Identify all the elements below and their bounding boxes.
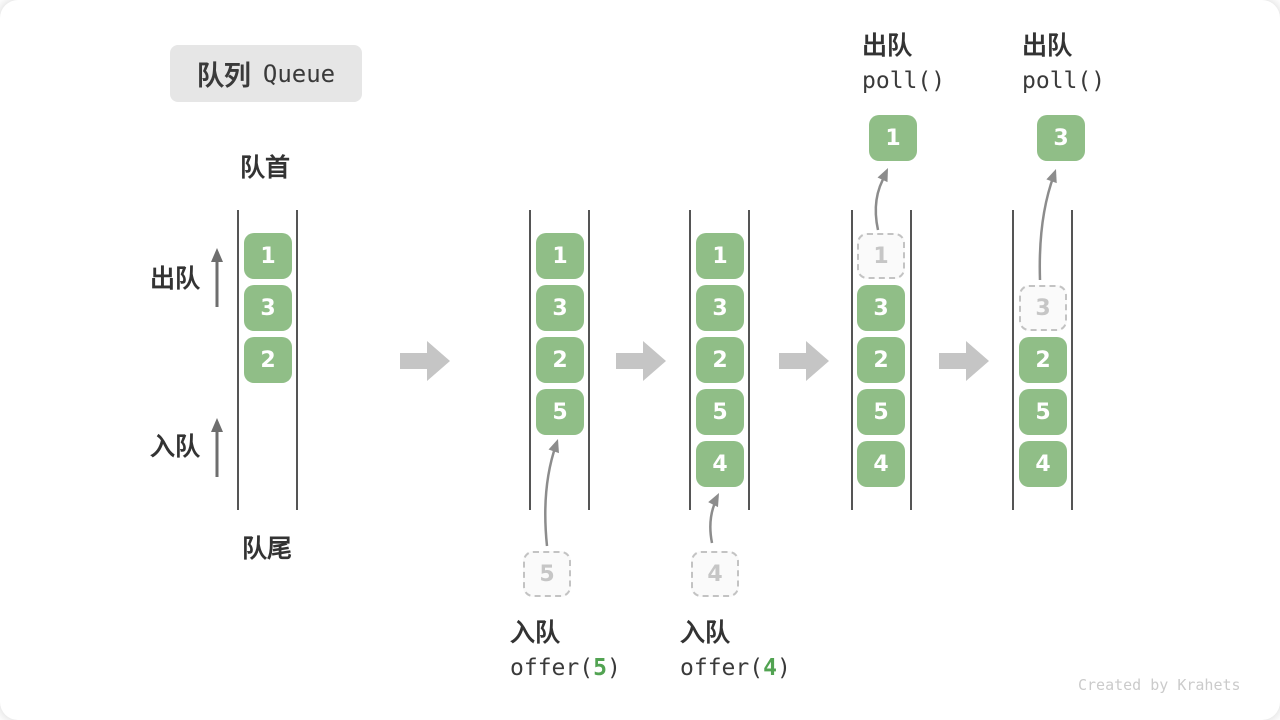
label-dequeue: 出队 xyxy=(150,264,201,293)
enqueue5-pending-item: 5 xyxy=(523,551,571,597)
poll3-code: poll() xyxy=(1022,68,1106,94)
label-queue-rear: 队尾 xyxy=(242,534,293,563)
queue2-item: 1 xyxy=(536,233,584,279)
poll3-removed-item: 3 xyxy=(1037,115,1085,161)
enqueue4-code-open: offer( xyxy=(680,655,764,681)
label-enqueue: 入队 xyxy=(150,432,201,461)
enqueue4-code-arg: 4 xyxy=(763,655,777,681)
enqueue-direction-arrow-icon xyxy=(211,418,223,477)
poll3-label: 出队 xyxy=(1022,31,1073,60)
queue5-item: 5 xyxy=(1019,389,1067,435)
enqueue5-code-close: ) xyxy=(606,655,621,681)
queue-container-3 xyxy=(689,210,750,510)
poll1-code: poll() xyxy=(862,68,946,94)
poll1-removed-item: 1 xyxy=(869,115,917,161)
queue-container-2 xyxy=(529,210,590,510)
enqueue5-label: 入队 xyxy=(510,618,561,647)
queue-container-4 xyxy=(851,210,912,510)
enqueue5-code-open: offer( xyxy=(510,655,594,681)
queue4-item: 2 xyxy=(857,337,905,383)
queue3-item: 5 xyxy=(696,389,744,435)
dequeue-direction-arrow-icon xyxy=(211,248,223,307)
queue2-item: 2 xyxy=(536,337,584,383)
queue3-item: 2 xyxy=(696,337,744,383)
queue2-item: 5 xyxy=(536,389,584,435)
queue3-item: 1 xyxy=(696,233,744,279)
watermark: Created by Krahets xyxy=(1078,676,1241,694)
queue1-item: 1 xyxy=(244,233,292,279)
queue4-item: 3 xyxy=(857,285,905,331)
queue5-removed-slot: 3 xyxy=(1019,285,1067,331)
queue4-item: 4 xyxy=(857,441,905,487)
queue4-removed-slot: 1 xyxy=(857,233,905,279)
queue2-item: 3 xyxy=(536,285,584,331)
queue4-item: 5 xyxy=(857,389,905,435)
queue1-item: 2 xyxy=(244,337,292,383)
queue5-item: 4 xyxy=(1019,441,1067,487)
enqueue4-label: 入队 xyxy=(680,618,731,647)
enqueue4-code: offer(4) xyxy=(680,657,791,680)
queue5-item: 2 xyxy=(1019,337,1067,383)
diagram-title: 队列 Queue xyxy=(170,45,362,102)
poll1-label: 出队 xyxy=(862,31,913,60)
enqueue5-code-arg: 5 xyxy=(593,655,607,681)
enqueue4-code-close: ) xyxy=(776,655,791,681)
queue3-item: 3 xyxy=(696,285,744,331)
enqueue5-code: offer(5) xyxy=(510,657,621,680)
queue-container-5 xyxy=(1012,210,1073,510)
title-en: Queue xyxy=(262,59,336,88)
title-zh: 队列 xyxy=(196,61,251,92)
queue-container-1 xyxy=(237,210,298,510)
queue3-item: 4 xyxy=(696,441,744,487)
enqueue4-pending-item: 4 xyxy=(691,551,739,597)
queue1-item: 3 xyxy=(244,285,292,331)
label-queue-front: 队首 xyxy=(240,153,291,182)
